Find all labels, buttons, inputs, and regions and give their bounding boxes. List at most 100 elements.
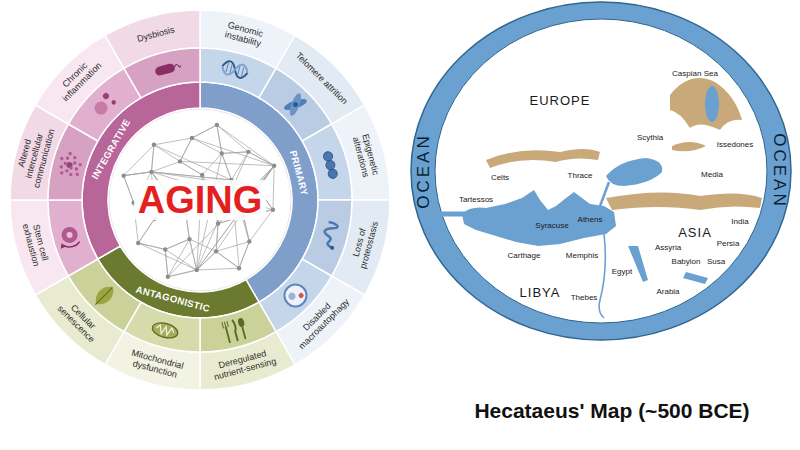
hallmark-icon (95, 288, 112, 305)
network-dot (271, 208, 275, 212)
network-dot (215, 123, 219, 127)
hallmark-icon (320, 221, 340, 250)
network-line (231, 152, 248, 180)
red-sea (628, 246, 648, 282)
network-dot (121, 173, 125, 177)
network-line (154, 145, 180, 162)
network-line (217, 125, 249, 152)
icon-zone (124, 48, 200, 98)
place-name: Babylon (672, 258, 701, 266)
hallmark-icon (66, 231, 73, 238)
hallmark-icon (226, 327, 230, 343)
hallmark-icon (60, 156, 64, 160)
network-dot (136, 241, 140, 245)
hallmark-icon (154, 61, 181, 76)
hallmark-segment: Epigenetic alterations (300, 102, 392, 202)
place-name: Memphis (566, 252, 598, 260)
network-dot (166, 275, 170, 279)
place-name: Tartessos (459, 196, 493, 204)
network-dot (272, 164, 276, 168)
hallmark-icon (287, 291, 297, 301)
hallmark-icon (74, 167, 78, 171)
network-line (239, 242, 249, 269)
place-name: India (731, 218, 748, 226)
hallmark-icon (221, 60, 250, 80)
place-name: Susa (707, 258, 725, 266)
network-line (165, 249, 168, 276)
network-line (165, 239, 189, 249)
node-shape (102, 8, 202, 100)
hallmark-icon (56, 225, 81, 250)
hallmark-icon (91, 282, 118, 309)
hallmark-icon (222, 322, 224, 328)
hallmark-icon (224, 322, 226, 328)
network-line (124, 172, 152, 176)
caspian-sea (705, 86, 719, 122)
network-line (180, 161, 202, 175)
icon-zone (48, 200, 98, 276)
icon-zone (200, 302, 276, 352)
network-line (216, 224, 218, 252)
network-line (151, 145, 154, 172)
center-circle: AGING (108, 108, 292, 292)
hallmark-icon (288, 92, 304, 117)
strait (600, 182, 609, 206)
network-dot (149, 170, 153, 174)
hallmark-icon (230, 64, 232, 73)
hallmark-icon (56, 150, 84, 179)
hallmark-icon (321, 221, 338, 247)
hallmark-icon (174, 64, 181, 69)
network-line (180, 138, 192, 161)
network-dot (200, 173, 204, 177)
ocean-label: OCEAN (771, 133, 788, 208)
network-dot (187, 237, 191, 241)
band-shape (82, 82, 200, 259)
network-dot (237, 266, 241, 270)
place-name: Syracuse (535, 222, 568, 230)
network-line (138, 219, 155, 243)
hallmark-icon (69, 173, 73, 177)
network-line (138, 243, 197, 270)
hallmark-icon (292, 101, 299, 108)
hallmark-icon (221, 60, 250, 80)
place-name: Scythia (637, 134, 663, 142)
continent-label: LIBYA (520, 286, 561, 299)
place-name: Thebes (571, 294, 598, 302)
hallmark-icon (155, 324, 174, 336)
hallmark-icon (151, 320, 180, 340)
network-dot (190, 136, 194, 140)
network-dot (195, 268, 199, 272)
hallmark-icon (242, 67, 244, 76)
hallmark-icon (151, 320, 180, 340)
hallmark-segment: Dysbiosis (102, 8, 202, 100)
hallmark-segment: Deregulated nutrient-sensing (198, 300, 297, 392)
node-shape (300, 102, 392, 202)
hallmark-icon (78, 163, 82, 167)
hallmark-icon (91, 282, 118, 309)
network-line (151, 161, 180, 171)
network-dot (220, 151, 224, 155)
hallmark-icon (238, 66, 240, 75)
mountain-range (670, 78, 742, 130)
network-line (222, 152, 249, 154)
hallmark-icon (63, 161, 67, 165)
network-line (165, 239, 189, 249)
network-line (124, 172, 152, 176)
hallmark-icon (91, 92, 117, 118)
network-line (151, 145, 154, 172)
network-line (168, 270, 197, 277)
hallmark-icon (237, 317, 245, 327)
network-line (192, 125, 217, 138)
hallmark-icon (330, 245, 335, 250)
place-name: Issedones (717, 141, 753, 149)
node-shape (198, 300, 297, 392)
mountain-range (606, 192, 762, 210)
place-name: Athens (578, 216, 603, 224)
place-name: Egypt (612, 268, 632, 276)
network-line (192, 125, 217, 138)
network-dot (247, 239, 251, 243)
hallmark-icon (242, 326, 245, 339)
hallmark-icon (102, 92, 110, 100)
place-name: Thrace (568, 172, 593, 180)
hallmark-icon (325, 160, 336, 171)
